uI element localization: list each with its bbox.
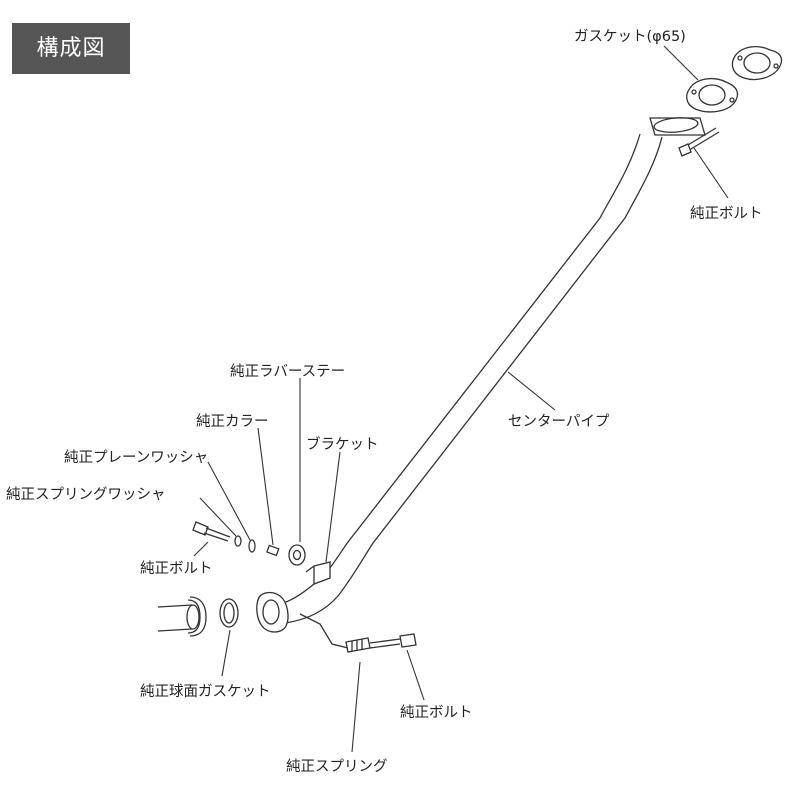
gasket-65-lower xyxy=(686,77,739,113)
spherical-gasket xyxy=(219,598,239,628)
gasket-65-top xyxy=(731,45,783,81)
label-spring-washer: 純正スプリングワッシャ xyxy=(6,486,166,503)
bolt-top xyxy=(678,127,720,157)
label-spherical-gasket: 純正球面ガスケット xyxy=(140,683,271,700)
front-pipe-end xyxy=(157,596,207,637)
bracket xyxy=(305,561,331,585)
label-bolt-left: 純正ボルト xyxy=(140,560,213,577)
plain-washer xyxy=(248,539,256,553)
rubber-stay xyxy=(288,544,306,566)
leader-lines xyxy=(193,45,729,753)
flange-lower xyxy=(256,591,289,633)
label-center-pipe: センターパイプ xyxy=(508,413,610,430)
diagram-title: 構成図 xyxy=(12,23,130,74)
label-bolt-bottom: 純正ボルト xyxy=(400,704,473,721)
label-bolt-top: 純正ボルト xyxy=(690,205,763,222)
spring-bolt-assembly xyxy=(299,613,417,653)
label-rubber-stay: 純正ラバーステー xyxy=(230,363,345,380)
bolt-left xyxy=(192,521,231,542)
spring-washer xyxy=(234,535,242,547)
label-gasket-65: ガスケット(φ65) xyxy=(574,28,686,45)
label-collar: 純正カラー xyxy=(196,413,269,430)
label-bracket: ブラケット xyxy=(306,435,379,453)
label-plain-washer: 純正プレーンワッシャ xyxy=(64,449,208,466)
label-spring: 純正スプリング xyxy=(286,758,388,775)
collar xyxy=(266,544,280,557)
